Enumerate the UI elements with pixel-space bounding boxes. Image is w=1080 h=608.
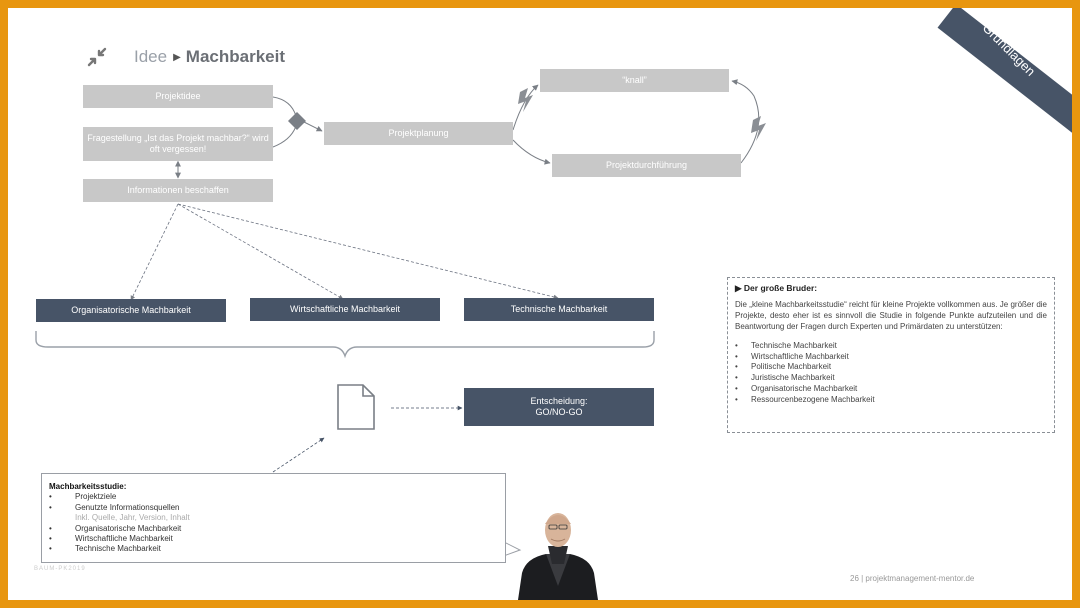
list-item: •Juristische Machbarkeit (735, 373, 835, 383)
title-prefix: Idee (134, 47, 168, 66)
footer-left: BAUM-PK2019 (34, 566, 86, 572)
lightning-icon (518, 88, 533, 112)
list-item: •Genutzte Informationsquellen (49, 502, 180, 512)
list-item: •Technische Machbarkeit (49, 544, 161, 554)
list-item: •Organisatorische Machbarkeit (735, 384, 858, 394)
slide: Idee ▶ Machbarkeit Grundlagen Projektide… (8, 8, 1072, 600)
callout-heading: Machbarkeitsstudie: (49, 482, 127, 491)
callout-list: •Projektziele •Genutzte Informationsquel… (49, 492, 498, 554)
title-arrow-icon: ▶ (173, 51, 181, 63)
box-technische-machbarkeit: Technische Machbarkeit (464, 298, 654, 321)
page-title: Idee ▶ Machbarkeit (86, 45, 285, 69)
compress-icon (87, 47, 107, 67)
entscheidung-line1: Entscheidung: (530, 395, 588, 406)
list-item: •Technische Machbarkeit (735, 340, 837, 350)
box-wirtschaftliche-machbarkeit: Wirtschaftliche Machbarkeit (250, 298, 440, 321)
title-main: Machbarkeit (185, 47, 285, 66)
document-icon (337, 384, 375, 430)
info-box-body: Die „kleine Machbarkeitsstudie“ reicht f… (735, 300, 1047, 332)
footer-right: 26 | projektmanagement-mentor.de (850, 574, 975, 583)
brace (35, 331, 655, 359)
lightning-icon (751, 116, 766, 141)
box-organisatorische-machbarkeit: Organisatorische Machbarkeit (36, 299, 226, 322)
entscheidung-line2: GO/NO-GO (535, 407, 583, 417)
list-item: •Wirtschaftliche Machbarkeit (735, 351, 849, 361)
callout-note: Inkl. Quelle, Jahr, Version, Inhalt (75, 513, 190, 523)
box-projektplanung: Projektplanung (324, 122, 513, 145)
info-box-heading: ▶ Der große Bruder: (735, 283, 818, 293)
list-item: •Wirtschaftliche Machbarkeit (49, 533, 173, 543)
box-informationen: Informationen beschaffen (83, 179, 273, 202)
list-item: •Organisatorische Machbarkeit (49, 523, 182, 533)
list-item: •Projektziele (49, 492, 117, 502)
box-entscheidung: Entscheidung: GO/NO-GO (464, 388, 654, 426)
merge-diamond (288, 112, 306, 130)
info-box-list: •Technische Machbarkeit •Wirtschaftliche… (735, 341, 1047, 406)
callout-machbarkeitsstudie: Machbarkeitsstudie: •Projektziele •Genut… (41, 473, 506, 563)
list-item: •Politische Machbarkeit (735, 362, 832, 372)
box-projektdurchfuehrung: Projektdurchführung (552, 154, 741, 177)
box-fragestellung: Fragestellung „Ist das Projekt machbar?“… (83, 127, 273, 161)
box-projektidee: Projektidee (83, 85, 273, 108)
connector-lines (35, 79, 766, 600)
box-knall: “knall” (540, 69, 729, 92)
person-image (518, 513, 598, 600)
list-item: •Ressourcenbezogene Machbarkeit (735, 394, 875, 404)
info-box-grosser-bruder: ▶ Der große Bruder: Die „kleine Machbark… (727, 277, 1055, 433)
